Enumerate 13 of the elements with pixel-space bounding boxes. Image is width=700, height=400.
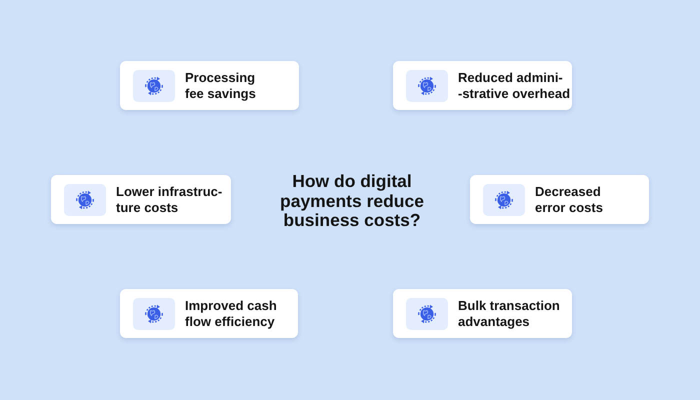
- card-label: Bulk transaction advantages: [458, 298, 561, 330]
- benefit-card: [120, 61, 299, 110]
- card-label: Processing fee savings: [185, 70, 257, 102]
- benefit-card: [51, 175, 231, 224]
- card-label: Improved cash flow efficiency: [185, 298, 278, 330]
- card-label: Lower infrastruc- ture costs: [116, 184, 224, 216]
- benefit-card: [393, 289, 572, 338]
- benefit-card: [470, 175, 649, 224]
- card-label: Reduced admini- -strative overhead: [458, 70, 572, 102]
- benefit-card: [393, 61, 572, 110]
- diagram-title: How do digital payments reduce business costs?: [279, 172, 425, 230]
- card-label: Decreased error costs: [535, 184, 604, 216]
- benefit-card: [120, 289, 298, 338]
